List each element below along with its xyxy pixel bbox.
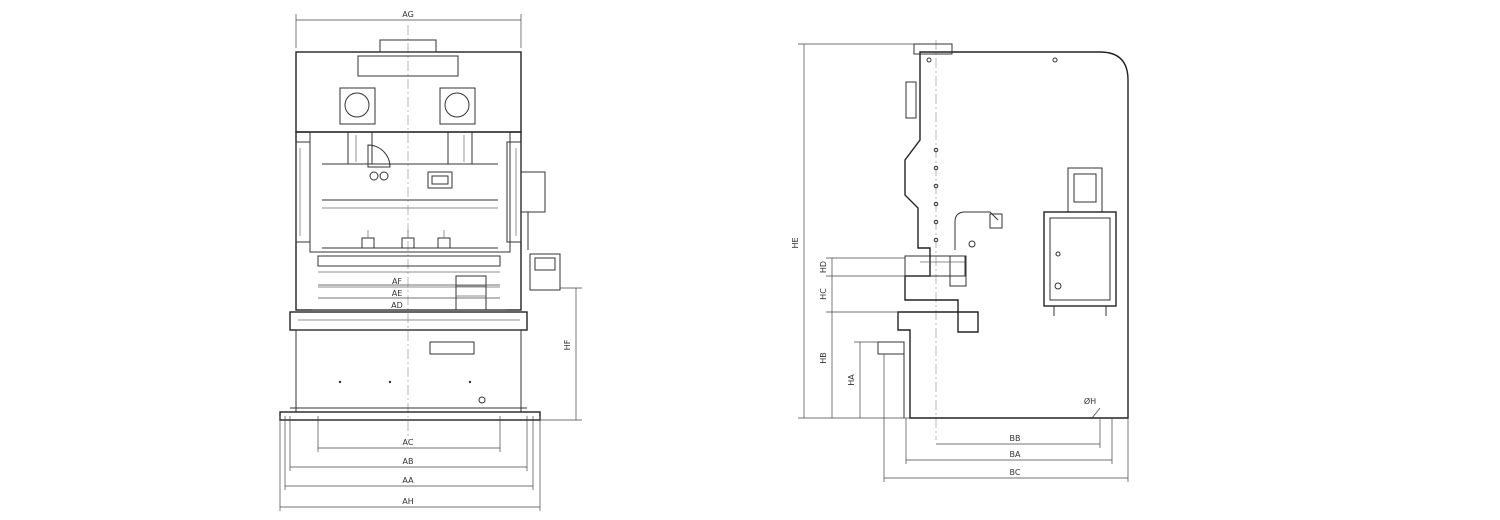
front-view: AG — [279, 10, 582, 511]
dimension-label-ah: AH — [402, 497, 414, 506]
side-view: ØH HE HD HC HB — [791, 40, 1129, 482]
dimension-label-ac: AC — [403, 438, 414, 447]
dimension-label-ag: AG — [402, 10, 414, 19]
dimension-label-bc: BC — [1010, 468, 1021, 477]
dimension-label-ad: AD — [391, 301, 403, 310]
side-frame — [897, 43, 1129, 419]
dimension-ah: AH — [279, 416, 541, 511]
dimension-ab: AB — [289, 416, 528, 471]
dimension-bc: BC — [883, 354, 1129, 482]
dimension-hf: HF — [540, 287, 582, 421]
dimension-label-hc: HC — [819, 288, 828, 300]
dimension-ag: AG — [295, 10, 522, 48]
side-ram — [904, 255, 967, 287]
dimension-ad: AD — [312, 301, 506, 311]
base — [279, 407, 541, 421]
dimension-label-hole: ØH — [1084, 396, 1096, 406]
dimension-hb: HB — [819, 312, 833, 418]
frame — [295, 131, 522, 311]
dimension-label-ab: AB — [403, 457, 414, 466]
dimension-hd: HD — [819, 257, 905, 277]
side-control-unit — [520, 171, 561, 291]
side-lower-block — [877, 341, 905, 418]
crown — [295, 39, 522, 133]
dimension-hc: HC — [819, 276, 898, 313]
dimension-ba: BA — [905, 418, 1113, 464]
dimension-aa: AA — [284, 416, 534, 490]
dimension-label-hd: HD — [819, 261, 828, 273]
dimension-label-hb: HB — [819, 352, 828, 364]
dimension-he: HE — [791, 43, 914, 419]
dimension-label-bb: BB — [1010, 434, 1021, 443]
column-holes — [933, 147, 939, 243]
dimension-label-hf: HF — [563, 339, 572, 350]
dimension-label-he: HE — [791, 237, 800, 248]
bed — [289, 311, 528, 413]
dimension-label-ba: BA — [1010, 450, 1021, 459]
side-hose — [954, 211, 1003, 250]
dimension-af: AF — [318, 277, 500, 286]
dimension-label-af: AF — [392, 277, 402, 286]
side-monitor — [1067, 167, 1103, 213]
anchor-hole: ØH — [1084, 396, 1101, 419]
dimension-label-ae: AE — [392, 289, 403, 298]
dimension-ac: AC — [317, 416, 501, 452]
ladder — [455, 275, 487, 311]
dimension-ae: AE — [318, 289, 500, 299]
electrical-cabinet — [1043, 211, 1117, 316]
dimension-label-ha: HA — [847, 374, 856, 386]
dimension-bb: BB — [936, 418, 1101, 448]
dimension-label-aa: AA — [402, 476, 414, 485]
dimension-ha: HA — [847, 341, 878, 418]
